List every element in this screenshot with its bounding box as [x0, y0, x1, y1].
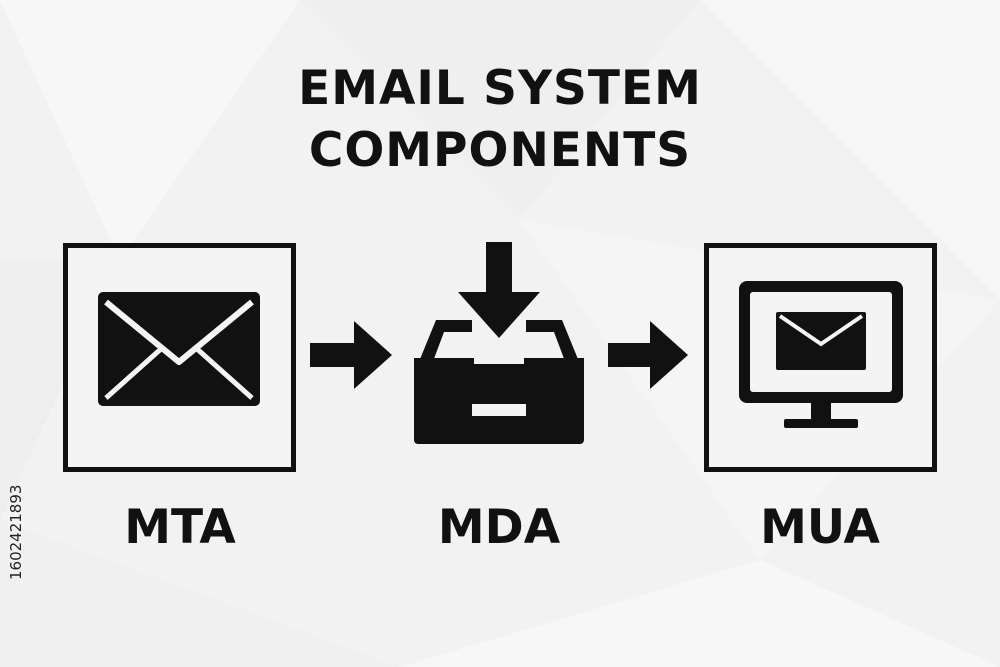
inbox-tray-download-icon	[414, 242, 584, 444]
envelope-icon	[98, 292, 260, 406]
node-mua-label: MUA	[760, 500, 880, 555]
node-mta-label: MTA	[124, 500, 236, 555]
monitor-mail-icon	[739, 281, 903, 428]
title-line-2: COMPONENTS	[308, 123, 692, 178]
node-mda-label: MDA	[437, 500, 561, 555]
title-line-1: EMAIL SYSTEM	[298, 61, 702, 116]
stock-id-watermark: 1602421893	[7, 484, 25, 580]
diagram-title: EMAIL SYSTEM COMPONENTS	[0, 58, 1000, 182]
arrow-right-icon	[608, 321, 688, 389]
arrow-right-icon	[310, 321, 392, 389]
